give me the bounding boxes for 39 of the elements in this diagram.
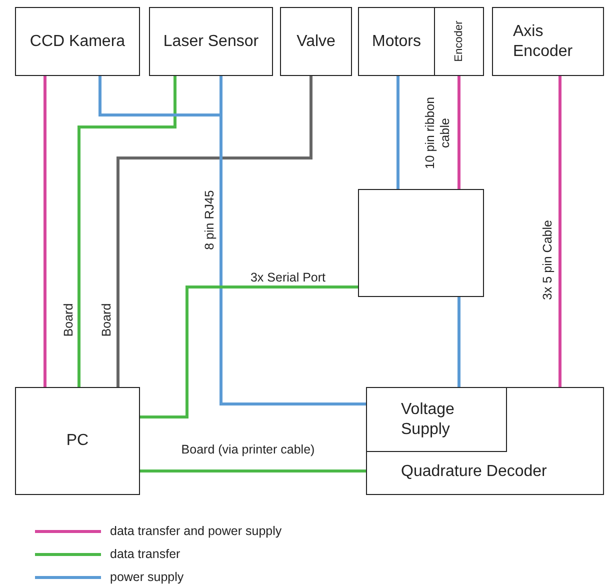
legend-text: data transfer and power supply xyxy=(110,523,282,540)
edge-label: 3x 5 pin Cable xyxy=(540,220,556,300)
cable-line xyxy=(558,76,562,387)
edge-label: Board (via printer cable) xyxy=(180,442,316,458)
component-label: CCD Kamera xyxy=(30,32,126,52)
component-label: Valve xyxy=(296,32,336,52)
component-box xyxy=(492,7,604,76)
cable-line xyxy=(396,76,400,189)
edge-label: Board xyxy=(62,303,76,337)
component-box xyxy=(149,7,273,76)
cable-line xyxy=(140,470,366,472)
component-box xyxy=(366,387,507,452)
cable-line xyxy=(220,76,366,406)
component-label: Encoder xyxy=(452,21,466,62)
edge-label: 3x Serial Port xyxy=(250,270,326,286)
cable-line xyxy=(116,76,312,387)
component-box xyxy=(434,7,484,76)
component-box xyxy=(15,7,140,76)
component-box xyxy=(280,7,352,76)
component-label: PC xyxy=(66,431,89,451)
component-label: Motors xyxy=(372,32,421,52)
legend-text: data transfer xyxy=(110,546,180,563)
component-label: Quadrature Decoder xyxy=(401,462,547,482)
cable-line xyxy=(140,286,358,418)
component-box xyxy=(15,387,140,495)
cable-line xyxy=(458,76,460,189)
component-label: Voltage Supply xyxy=(401,400,456,440)
cable-line xyxy=(458,297,460,388)
edge-label: Board xyxy=(100,303,114,337)
component-box xyxy=(358,7,435,76)
edge-label: 8 pin RJ45 xyxy=(202,190,218,250)
controller-box xyxy=(358,189,484,297)
cable-line xyxy=(78,76,176,387)
legend-text: power supply xyxy=(110,569,184,586)
cable-line xyxy=(44,76,46,387)
edge-label: 10 pin ribbon cable xyxy=(423,96,453,172)
component-label: Axis Encoder xyxy=(513,22,574,62)
component-box xyxy=(366,387,604,495)
component-label: Laser Sensor xyxy=(163,32,259,52)
